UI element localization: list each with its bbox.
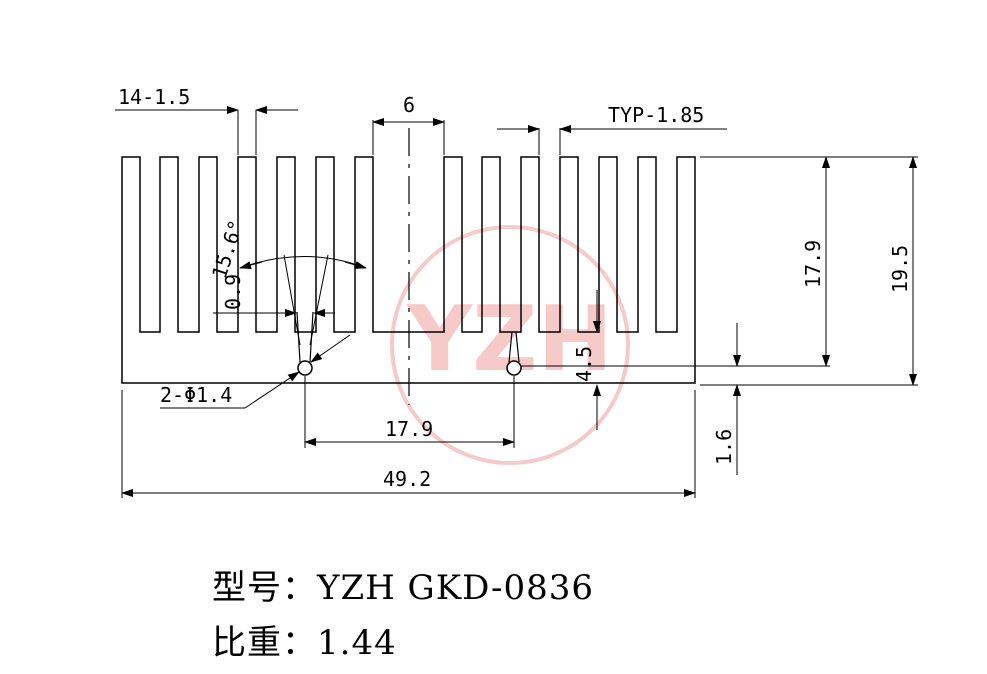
dim-hole-spec: 2-Φ1.4 (160, 334, 351, 409)
label-fin-count: 14-1.5 (118, 85, 190, 109)
label-total-height: 19.5 (888, 245, 912, 293)
label-total-width: 49.2 (383, 467, 431, 491)
model-caption: 型号：YZH GKD-0836 (212, 560, 594, 609)
heatsink-profile (121, 156, 696, 384)
label-typical-fin: TYP-1.85 (608, 103, 704, 127)
label-base-thickness: 1.6 (712, 429, 736, 465)
weight-value: 1.44 (317, 623, 397, 663)
dim-fin-count: 14-1.5 (115, 85, 298, 155)
mount-hole-right (506, 360, 522, 376)
label-gap: 6 (403, 93, 415, 117)
label-fin-height: 17.9 (801, 240, 825, 288)
dim-total-width: 49.2 (121, 390, 696, 498)
dim-hole-height: 4.5 (572, 290, 601, 430)
dim-total-height: 19.5 (888, 156, 917, 386)
slot-right (508, 331, 520, 363)
label-angle: 15.6° (207, 217, 248, 282)
dim-typical-fin: TYP-1.85 (497, 103, 727, 155)
dim-base-thickness: 1.6 (712, 323, 741, 475)
dim-tip-width: 0.9 (213, 274, 335, 317)
slot-left (296, 311, 314, 363)
weight-label: 比重： (212, 623, 317, 663)
dim-hole-spacing: 17.9 (304, 376, 515, 448)
mount-hole-left (297, 360, 313, 376)
weight-caption: 比重：1.44 (212, 615, 397, 664)
model-value: YZH GKD-0836 (317, 568, 594, 608)
dim-fin-height: 17.9 (801, 156, 830, 367)
label-hole-spec: 2-Φ1.4 (160, 383, 232, 407)
label-hole-spacing: 17.9 (385, 417, 433, 441)
label-tip-width: 0.9 (221, 274, 245, 310)
label-hole-height: 4.5 (572, 346, 596, 382)
model-label: 型号： (212, 568, 317, 608)
dim-gap: 6 (372, 93, 445, 155)
